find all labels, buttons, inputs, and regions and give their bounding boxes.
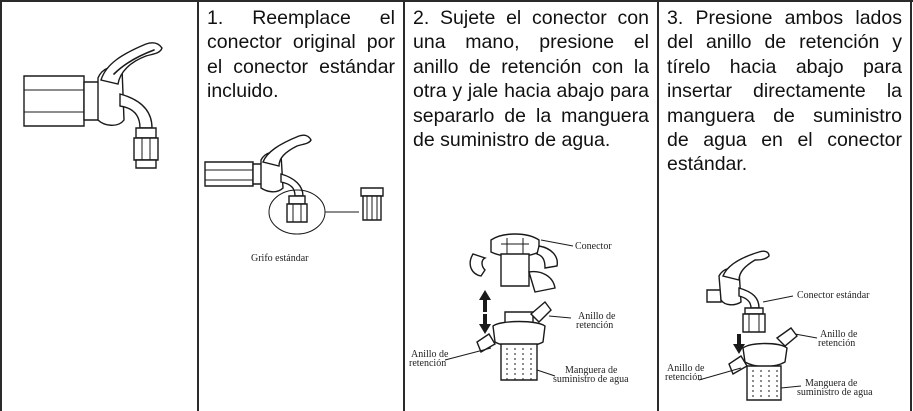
step-1-cell: 1. Reemplace el conector original por el… (199, 2, 403, 411)
step-1-text: 1. Reemplace el conector original por el… (207, 7, 395, 103)
connector-insertion-illustration (698, 250, 818, 401)
retaining-ring-label-right-1: Anillo de (820, 329, 858, 340)
column-divider (403, 0, 405, 411)
connector-label: Conector (575, 241, 612, 252)
column-divider (657, 0, 659, 411)
retaining-ring-label-right-2: retención (576, 320, 614, 331)
water-hose-label-1: Manguera de (805, 378, 858, 389)
faucet-with-connector-illustration (204, 134, 384, 235)
step-2-text: 2. Sujete el conector con una mano, pres… (413, 7, 649, 152)
water-hose-label-1: Manguera de (565, 365, 618, 376)
column-divider (197, 0, 199, 411)
column-divider (0, 0, 2, 411)
connector-removal-illustration (444, 233, 574, 381)
standard-faucet-caption: Grifo estándar (251, 253, 309, 264)
arrow-down-icon (733, 334, 745, 354)
step-3-cell: 3. Presione ambos lados del anillo de re… (659, 2, 910, 411)
step-2-cell: 2. Sujete el conector con una mano, pres… (405, 2, 657, 411)
arrow-down-icon (479, 314, 491, 334)
retaining-ring-label-left-1: Anillo de (411, 349, 449, 360)
retaining-ring-label-right-2: retención (818, 338, 856, 349)
faucet-illustration (23, 42, 163, 169)
standard-connector-label: Conector estándar (797, 290, 870, 301)
retaining-ring-label-left-2: retención (665, 372, 703, 383)
retaining-ring-label-left-2: retención (409, 358, 447, 369)
table-top-border (0, 0, 913, 2)
water-hose-label-2: suministro de agua (553, 374, 629, 385)
water-hose-label-2: suministro de agua (797, 387, 873, 398)
retaining-ring-label-right-1: Anillo de (578, 311, 616, 322)
column-divider (910, 0, 912, 411)
retaining-ring-label-left-1: Anillo de (667, 363, 705, 374)
faucet-cell (2, 2, 197, 411)
step-3-text: 3. Presione ambos lados del anillo de re… (667, 7, 902, 176)
arrow-up-icon (479, 290, 491, 312)
